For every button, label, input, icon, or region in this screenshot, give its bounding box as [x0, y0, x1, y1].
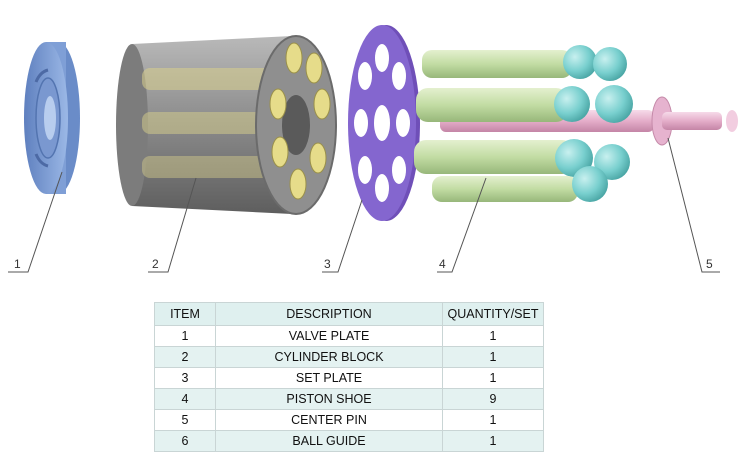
cell-quantity: 1 [442, 346, 544, 368]
callout-1: 1 [14, 257, 21, 271]
cell-description: SET PLATE [215, 367, 443, 389]
cell-item: 2 [154, 346, 216, 368]
table-header-row: ITEM DESCRIPTION QUANTITY/SET [154, 302, 544, 326]
table-row: 5 CENTER PIN 1 [154, 409, 544, 431]
cell-quantity: 1 [442, 367, 544, 389]
table-row: 2 CYLINDER BLOCK 1 [154, 346, 544, 368]
header-description: DESCRIPTION [215, 302, 443, 326]
callout-3: 3 [324, 257, 331, 271]
cell-quantity: 9 [442, 388, 544, 410]
cylinder-bores [269, 42, 331, 200]
cylinder-block-part [116, 35, 337, 215]
cell-quantity: 1 [442, 409, 544, 431]
table-row: 4 PISTON SHOE 9 [154, 388, 544, 410]
cell-item: 1 [154, 325, 216, 347]
leader-lines [8, 137, 720, 273]
cell-item: 5 [154, 409, 216, 431]
cell-description: PISTON SHOE [215, 388, 443, 410]
set-plate-part [348, 25, 420, 221]
cell-item: 4 [154, 388, 216, 410]
cell-description: CENTER PIN [215, 409, 443, 431]
cell-quantity: 1 [442, 325, 544, 347]
valve-plate-part [24, 42, 80, 194]
exploded-parts-diagram: 1 2 3 4 5 [8, 25, 738, 273]
cell-description: BALL GUIDE [215, 430, 443, 452]
cell-item: 3 [154, 367, 216, 389]
table-row: 1 VALVE PLATE 1 [154, 325, 544, 347]
cell-description: VALVE PLATE [215, 325, 443, 347]
header-item: ITEM [154, 302, 216, 326]
header-quantity: QUANTITY/SET [442, 302, 544, 326]
piston-shoe-assembly [414, 45, 633, 202]
table-row: 6 BALL GUIDE 1 [154, 430, 544, 452]
cell-description: CYLINDER BLOCK [215, 346, 443, 368]
callout-5: 5 [706, 257, 713, 271]
cell-quantity: 1 [442, 430, 544, 452]
table-row: 3 SET PLATE 1 [154, 367, 544, 389]
parts-table: ITEM DESCRIPTION QUANTITY/SET 1 VALVE PL… [154, 302, 544, 452]
callout-2: 2 [152, 257, 159, 271]
cell-item: 6 [154, 430, 216, 452]
callout-4: 4 [439, 257, 446, 271]
